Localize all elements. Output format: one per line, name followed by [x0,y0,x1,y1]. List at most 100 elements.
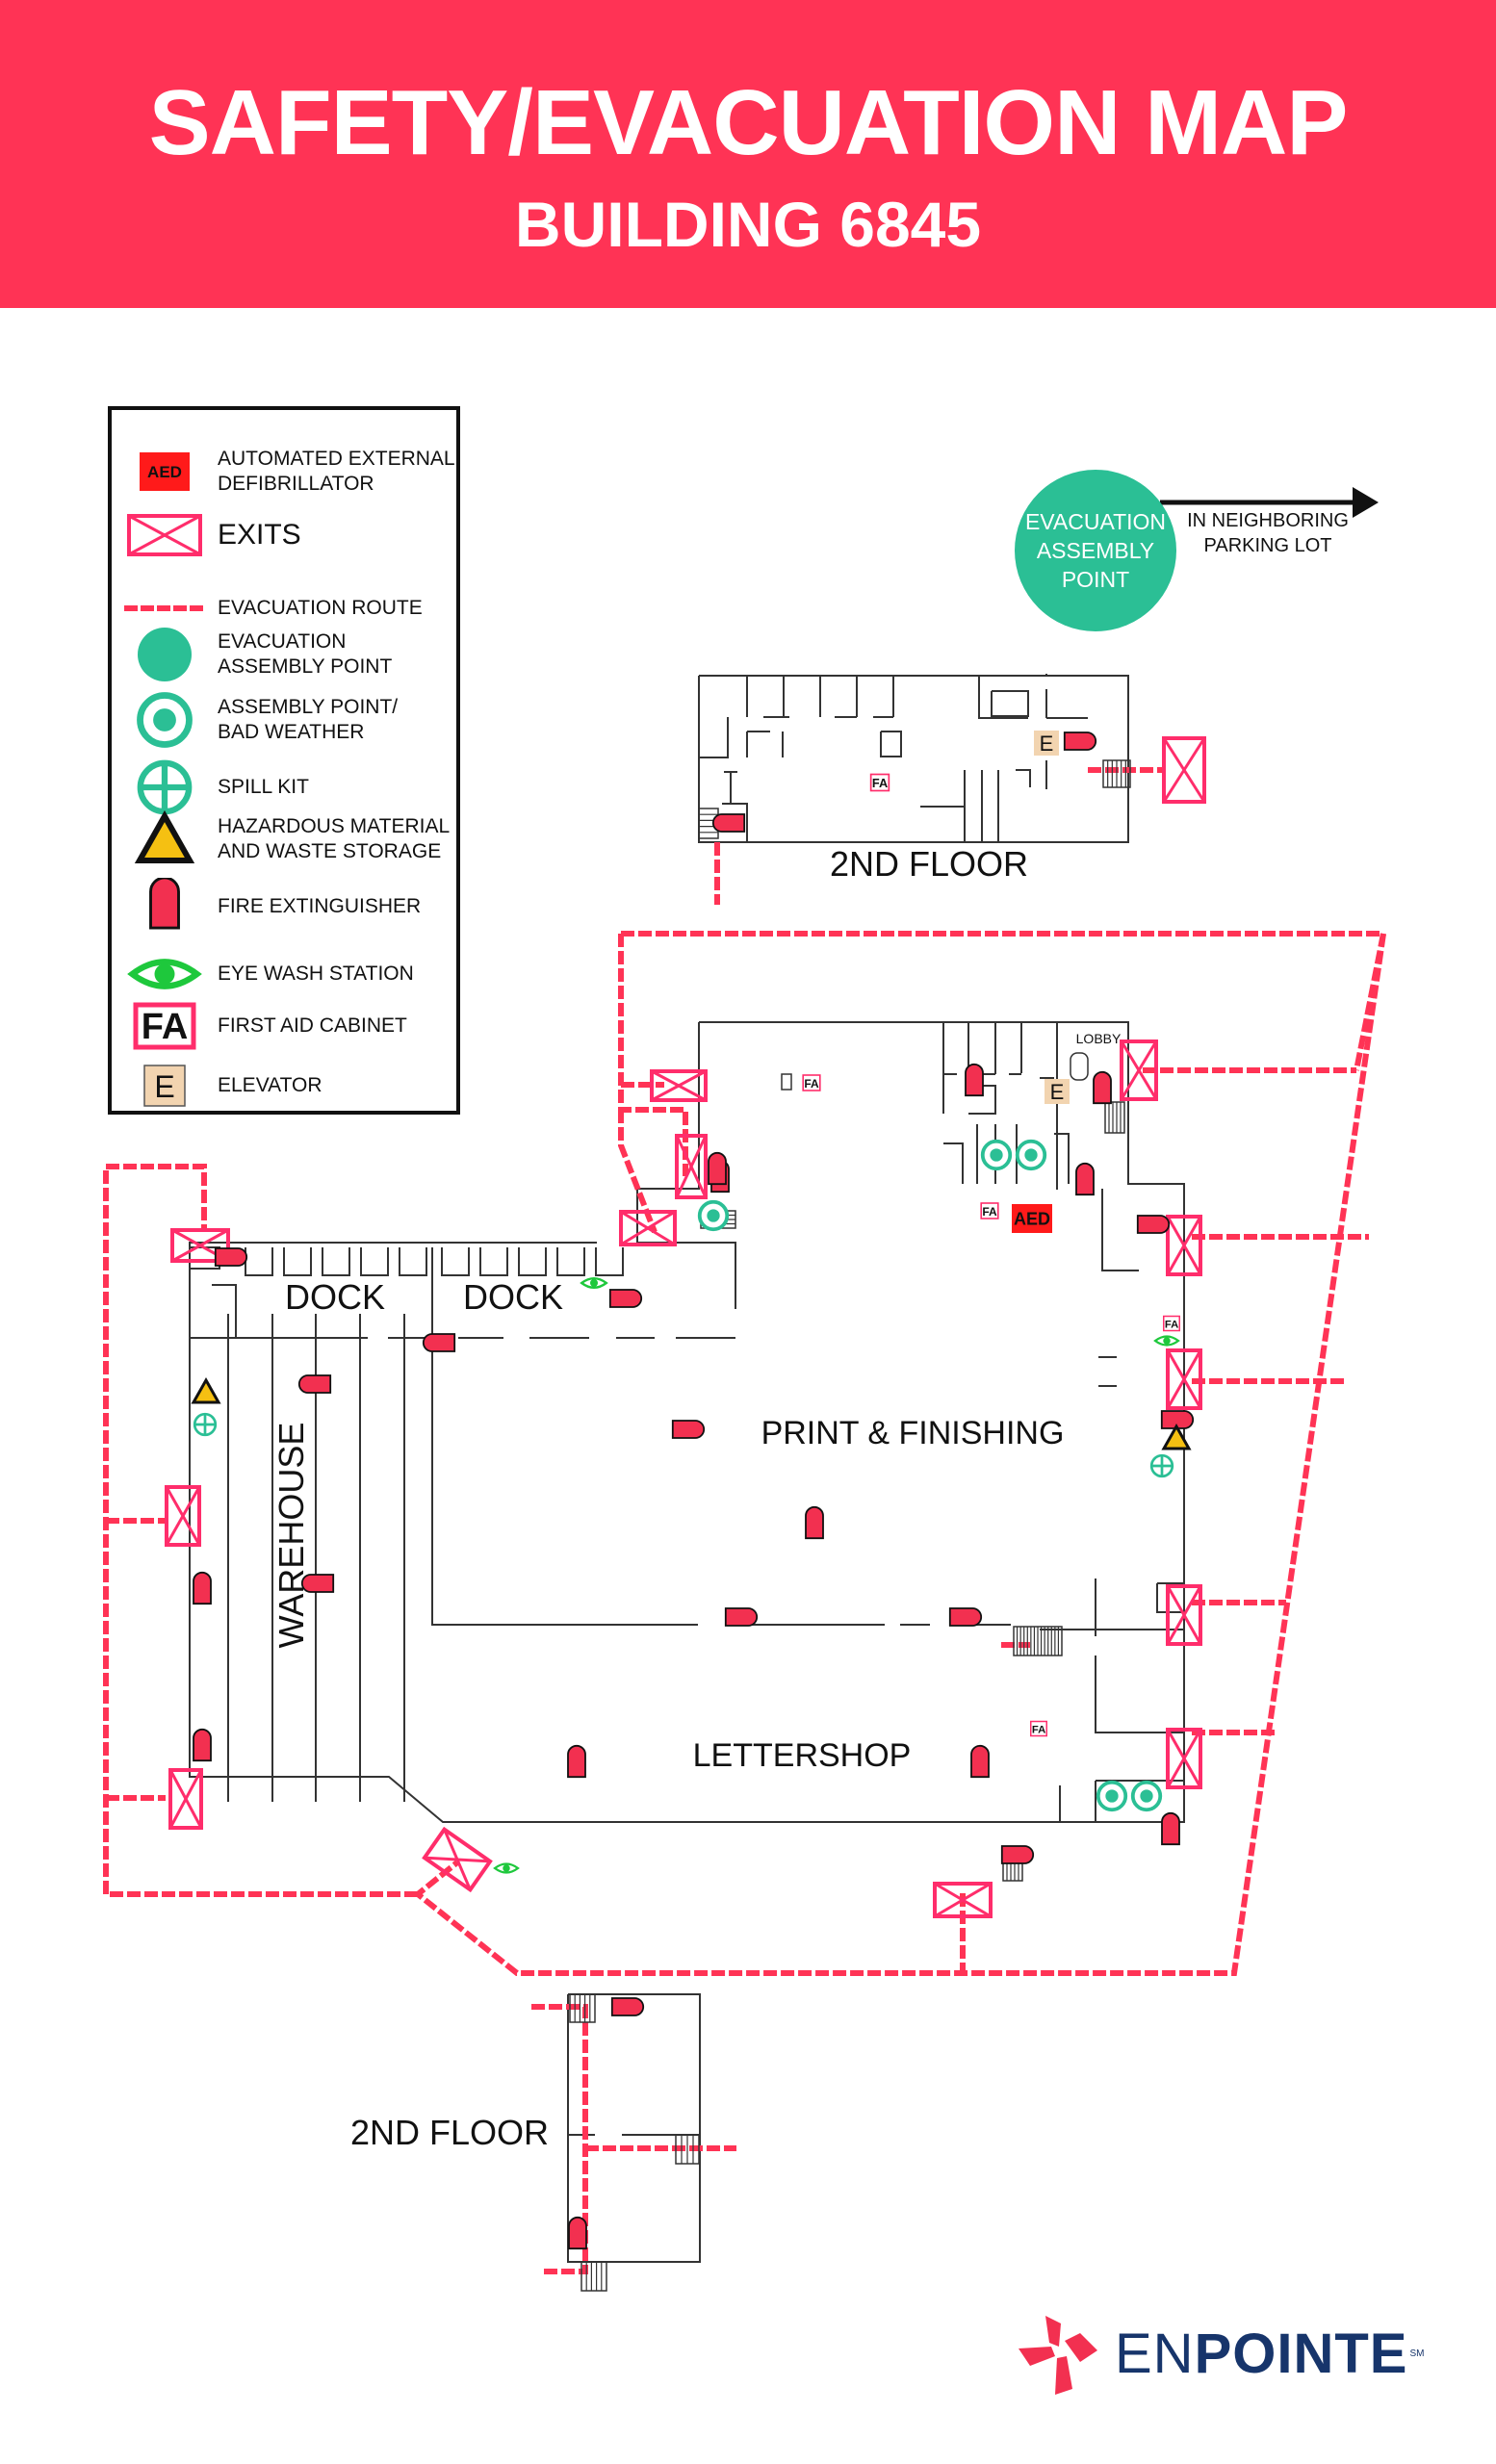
aed-icon: AED [1012,1204,1052,1233]
wall [699,717,729,758]
fire-extinguisher-icon [214,1247,248,1267]
legend-item: EVACUATION ROUTE [112,579,456,637]
label-lettershop: LETTERSHOP [693,1737,912,1774]
route-segment [413,933,1386,1976]
stairs [1102,759,1131,788]
route-segment [618,1110,658,1234]
building-walls [189,674,1185,2263]
map-symbols: FA FA FA FA FA AED E E [165,731,1206,2292]
legend-item: AED AUTOMATED EXTERNAL DEFIBRILLATOR [112,443,456,500]
first-aid-cabinet-icon: FA [1030,1720,1047,1737]
legend-symbol [112,506,218,564]
fire-extinguisher-icon [608,1289,643,1308]
assembly-dot [138,628,192,681]
evacuation-routes [103,767,1387,2274]
wall [1095,1656,1184,1733]
legend-symbol [112,691,218,749]
elevator-icon: E [1034,731,1059,756]
aed-icon: AED [140,452,190,491]
fire-extinguisher-icon [1075,1162,1095,1196]
fire-extinguisher-icon [297,1374,332,1394]
first-aid-cabinet-icon: FA [980,1202,999,1219]
assembly-point-bad-weather-icon [1096,1780,1128,1812]
legend-label: AUTOMATED EXTERNAL DEFIBRILLATOR [218,448,455,495]
first-aid-cabinet-icon: FA [802,1074,821,1091]
hazardous-material-icon [134,810,195,863]
aed-icon: AED [140,452,190,491]
wall [880,731,902,757]
evacuation-assembly-point: EVACUATION ASSEMBLY POINT [1015,470,1176,631]
stairs [675,2134,700,2165]
wall [1054,1133,1070,1184]
elevator-icon: E [1045,1079,1070,1104]
legend-label: SPILL KIT [218,776,309,798]
assembly-point-bad-weather-icon [1015,1139,1047,1171]
fa-large: FA [133,1002,196,1050]
wall [479,1247,508,1276]
legend-label: EYE WASH STATION [218,962,414,985]
legend-item: EXITS [112,506,456,564]
wall [991,690,1029,717]
fire-extinguisher-icon [567,1744,586,1779]
elevator-car [1070,1052,1089,1081]
fire-extinguisher-icon [711,813,746,833]
stairs [1013,1626,1063,1656]
svg-text:FA: FA [872,776,888,790]
fire-extinguisher-icon [965,1063,984,1097]
assembly-point-bad-weather-icon [697,1199,730,1232]
wall [556,1247,585,1276]
parking-lot-direction-label: IN NEIGHBORING PARKING LOT [1187,510,1349,556]
wall [431,1247,698,1626]
enpointe-mark-icon [1019,2316,1097,2395]
legend-item: SPILL KIT [112,758,456,816]
first-aid-cabinet-icon: FA [869,773,890,792]
legend-label: ASSEMBLY POINT/ BAD WEATHER [218,696,399,743]
svg-text:AED: AED [1014,1209,1050,1228]
exit-icon [933,1882,993,1918]
legend-item: ASSEMBLY POINT/ BAD WEATHER [112,691,456,749]
eye-wash-station-icon [1153,1335,1180,1347]
wall [189,1021,1185,1823]
exit-icon [127,514,202,556]
route-segment [531,2004,588,2274]
legend-symbol: AED [112,443,218,500]
wall [595,1247,624,1276]
wall [441,1247,470,1276]
fire-extinguisher-icon [805,1505,824,1540]
legend-symbol: E [112,1057,218,1115]
header-banner: SAFETY/EVACUATION MAP BUILDING 6845 [0,0,1496,308]
label-warehouse: WAREHOUSE [271,1423,311,1649]
parking-direction-arrow [1160,487,1379,518]
label-upper-second-floor: 2ND FLOOR [830,844,1028,884]
fire-extinguisher-icon [948,1607,983,1627]
exit-icon [165,1485,201,1547]
route-segment [618,934,688,1176]
eye-wash-station-icon [127,959,202,989]
svg-text:FA: FA [1165,1320,1178,1331]
legend-symbol [112,945,218,1003]
fire-extinguisher-icon [193,1571,212,1605]
exit-icon [650,1069,708,1102]
legend-item: EVACUATION ASSEMBLY POINT [112,626,456,683]
wall [399,1247,427,1276]
fire-extinguisher-icon [1136,1215,1171,1234]
fire-extinguisher-icon [568,2216,587,2250]
spill-kit-icon [137,759,193,815]
spill-kit-icon [1149,1453,1174,1478]
route-segment [103,1164,418,1897]
assembly-point-bad-weather-icon [137,692,193,748]
legend-label: ELEVATOR [218,1074,322,1096]
eye-wash-station-icon [580,1277,608,1289]
svg-text:E: E [1050,1080,1065,1104]
exit-icon [422,1826,493,1893]
wall [322,1247,350,1276]
legend-symbol [112,878,218,936]
spill-kit-icon [193,1412,218,1437]
route-segment [621,931,1387,1071]
wall [283,1247,312,1276]
legend-label: EVACUATION ROUTE [218,597,423,619]
fire-extinguisher-icon [610,1997,645,2016]
